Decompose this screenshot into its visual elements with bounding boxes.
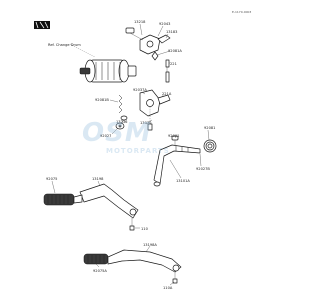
part-labels: 13218 92043 13183 92081A 221 92081B 9203…	[46, 20, 215, 290]
part-label: 13198	[92, 177, 104, 181]
change-drum-caption: Ref. Change Drum	[48, 43, 81, 47]
pins-group	[165, 59, 170, 83]
brand-logo-icon	[34, 21, 50, 29]
shift-pedal-alt	[83, 249, 182, 284]
watermark-logo: OSM	[82, 118, 152, 148]
part-label: 13101A	[176, 179, 190, 183]
part-label: 110	[141, 227, 149, 231]
part-label: 13070	[140, 121, 152, 125]
part-label: 92075A	[93, 269, 107, 273]
part-label: 92027B	[196, 167, 210, 171]
doc-code: E-1170-0003	[232, 10, 251, 14]
part-label: 92081B	[95, 98, 109, 102]
shift-shaft	[153, 135, 201, 187]
part-label: 92081	[204, 126, 215, 130]
shift-arm	[139, 89, 171, 131]
part-label: 92081A	[168, 49, 182, 53]
leader-lines	[51, 23, 210, 286]
part-label: 110A	[163, 286, 173, 290]
return-spring	[203, 139, 217, 153]
part-label: 221	[170, 62, 177, 66]
change-drum	[69, 43, 137, 83]
exploded-parts-diagram: E-1170-0003 Ref. Change Drum	[34, 10, 251, 290]
part-label: 13236	[116, 120, 128, 124]
part-label: 92075	[46, 177, 57, 181]
part-label: 92001	[168, 134, 179, 138]
shift-cam-bracket	[125, 27, 171, 61]
shift-pedal	[43, 183, 139, 231]
watermark-subtitle: MOTORPARTS	[106, 147, 170, 155]
part-label: 221A	[162, 92, 172, 96]
part-label: 13183	[166, 30, 177, 34]
springs-washers	[115, 94, 128, 130]
part-label: 13218	[134, 20, 146, 24]
part-label: 13198A	[143, 243, 157, 247]
part-label: 92037A	[133, 88, 147, 92]
part-label: 92043	[159, 22, 170, 26]
part-label: 92027	[100, 134, 111, 138]
